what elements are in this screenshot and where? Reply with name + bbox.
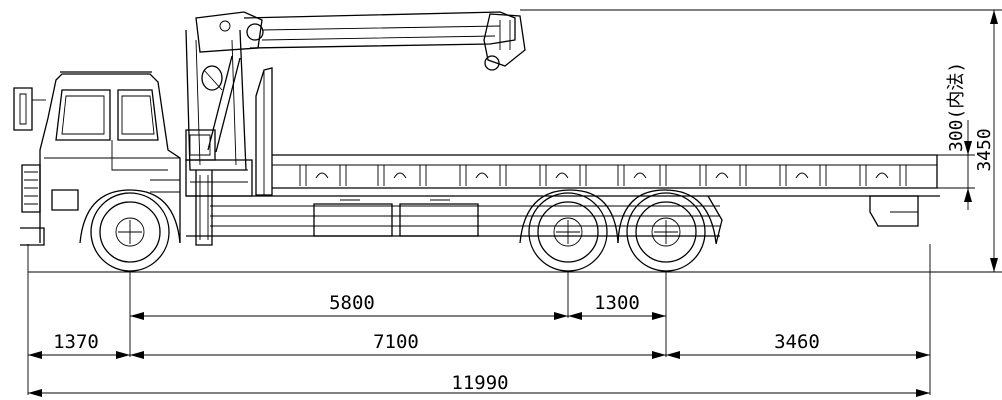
front-wheel [90,192,170,272]
dim-tandem-axle-spacing: 1300 [594,292,640,314]
bed-stake [659,165,667,186]
bed-stake [779,165,787,186]
bed-rope-hook [315,172,329,179]
dim-wheelbase-front-to-mid: 5800 [329,292,375,314]
dimension-lines [27,9,1002,397]
bed-stake [377,165,385,186]
rear-wheel [626,192,706,272]
bed-stake [299,165,307,186]
bed-stake [699,165,707,186]
bed-stake [739,165,747,186]
dim-overall-length: 11990 [451,372,508,394]
bed-stake [499,165,507,186]
bed-rope-hook [393,172,407,179]
bed-stake [419,165,427,186]
bed-rope-hook [475,172,489,179]
mid-wheel [528,192,608,272]
dim-wheelbase-front-to-rear: 7100 [373,331,419,353]
bed-rope-hook [715,172,729,179]
bed-rope-hook [875,172,889,179]
truck-cab [13,71,181,246]
bed-rope-hook [555,172,569,179]
bed-stake [339,165,347,186]
bed-rope-hook [795,172,809,179]
crane [185,11,526,246]
dim-overall-height: 3450 [974,128,995,171]
wheels [90,192,706,272]
bed-stake [617,165,625,186]
bed-stake [899,165,907,186]
cargo-bed [186,67,940,245]
dim-rear-overhang: 3460 [774,331,820,353]
bed-stake [539,165,547,186]
bed-hooks [299,165,907,186]
bed-stake [459,165,467,186]
bed-stake [579,165,587,186]
bed-rope-hook [633,172,647,179]
dim-front-overhang: 1370 [53,331,99,353]
bed-stake [859,165,867,186]
dim-bed-side-height: 300(内法) [946,62,967,152]
bed-stake [819,165,827,186]
